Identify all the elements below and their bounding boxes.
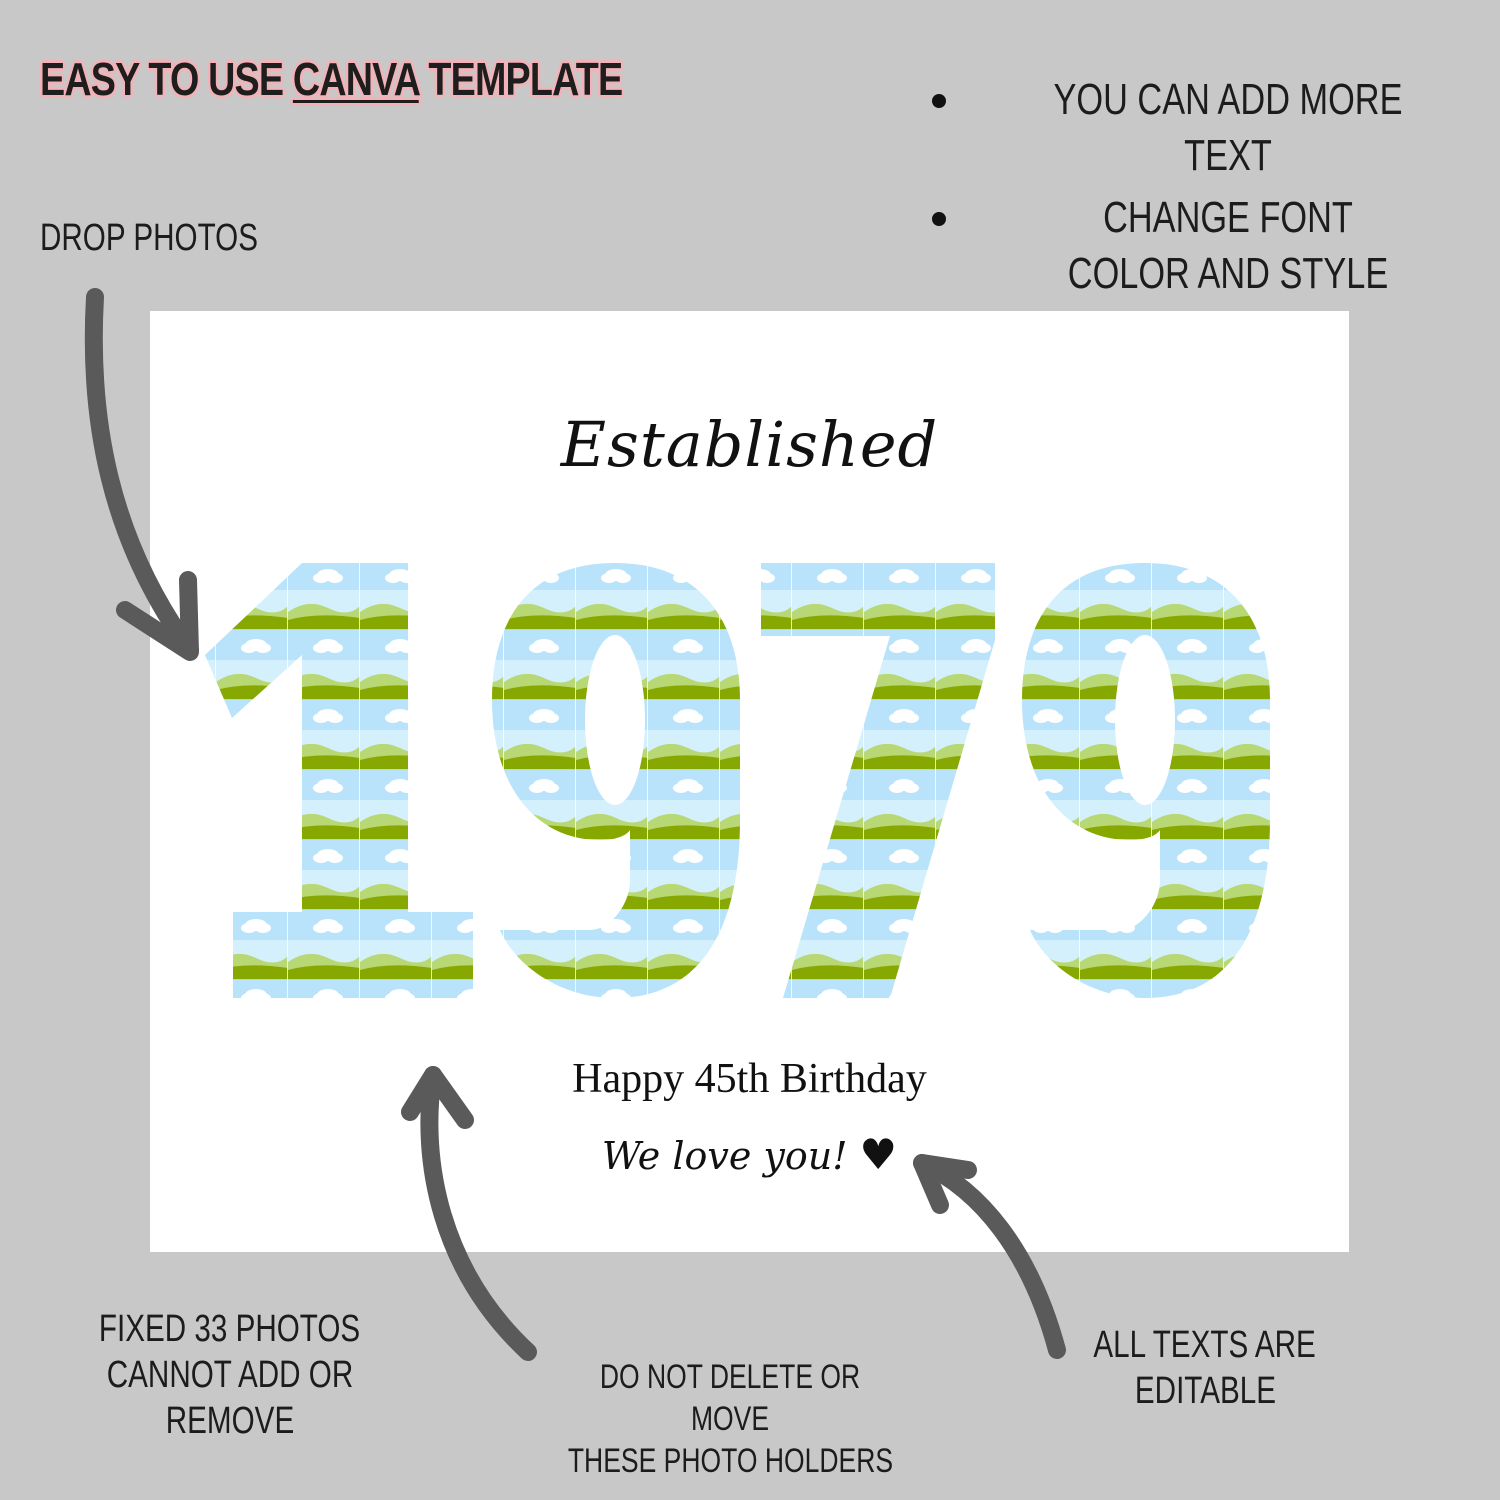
editable-note: ALL TEXTS ARE EDITABLE bbox=[1093, 1324, 1317, 1412]
love-text[interactable]: We love you! bbox=[601, 1134, 848, 1178]
feature-text: YOU CAN ADD MORE TEXT bbox=[1053, 75, 1403, 180]
headline: EASY TO USE CANVA TEMPLATE bbox=[40, 52, 623, 106]
digit-9 bbox=[492, 563, 740, 998]
bullet-icon bbox=[932, 94, 946, 108]
digit-9-second bbox=[1022, 563, 1270, 998]
digit-7 bbox=[761, 563, 995, 998]
love-message[interactable]: We love you!♥ bbox=[150, 1130, 1349, 1179]
drop-photos-note: DROP PHOTOS bbox=[40, 217, 258, 259]
arrow-head-icon bbox=[116, 571, 199, 661]
feature-text: CHANGE FONT COLOR AND STYLE bbox=[1067, 193, 1389, 298]
arrow-head-icon bbox=[913, 1154, 977, 1214]
digit-1 bbox=[205, 563, 473, 998]
arrow-head-icon bbox=[401, 1066, 474, 1129]
feature-item: YOU CAN ADD MORE TEXT bbox=[930, 72, 1470, 184]
feature-item: CHANGE FONT COLOR AND STYLE bbox=[930, 190, 1470, 302]
fixed-photos-note: FIXED 33 PHOTOS CANNOT ADD OR REMOVE bbox=[99, 1308, 361, 1442]
headline-suffix: TEMPLATE bbox=[418, 53, 623, 105]
headline-brand: CANVA bbox=[292, 53, 420, 105]
arrow-drop-photos-icon bbox=[84, 288, 199, 659]
headline-prefix: EASY TO USE bbox=[40, 53, 293, 105]
birthday-text[interactable]: Happy 45th Birthday bbox=[572, 1056, 927, 1102]
heart-icon: ♥ bbox=[859, 1130, 898, 1179]
feature-list: YOU CAN ADD MORE TEXT CHANGE FONT COLOR … bbox=[930, 72, 1470, 308]
do-not-delete-note: DO NOT DELETE OR MOVE THESE PHOTO HOLDER… bbox=[567, 1358, 893, 1480]
arrow-photo-holders-icon bbox=[420, 1066, 537, 1361]
established-text[interactable]: Established bbox=[560, 408, 939, 481]
bullet-icon bbox=[932, 212, 946, 226]
